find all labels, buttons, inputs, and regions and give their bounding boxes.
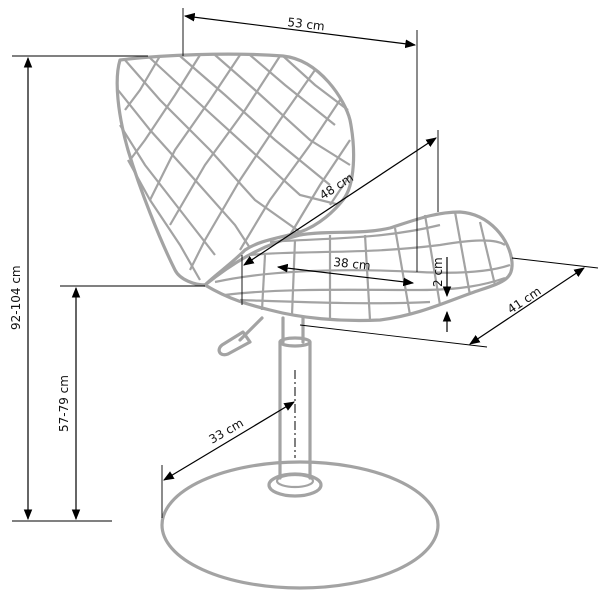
dimension-seat-width: 38 cm (276, 255, 415, 287)
dimension-seat-height: 57-79 cm (57, 285, 205, 521)
seat-width-label: 38 cm (333, 255, 372, 273)
dimension-base-radius: 33 cm (161, 401, 295, 518)
height-lever (217, 316, 264, 357)
base-radius-label: 33 cm (207, 416, 246, 447)
chair-backrest (115, 52, 356, 287)
round-base (160, 460, 440, 590)
seat-thickness-label: 2 cm (431, 257, 445, 287)
dimension-seat-thickness: 2 cm (431, 257, 452, 332)
seat-height-label: 57-79 cm (57, 375, 71, 432)
seat-depth-label: 41 cm (505, 284, 544, 317)
dimension-total-height: 92-104 cm (9, 55, 148, 522)
overall-width-label: 53 cm (287, 15, 326, 33)
total-height-label: 92-104 cm (9, 265, 23, 330)
